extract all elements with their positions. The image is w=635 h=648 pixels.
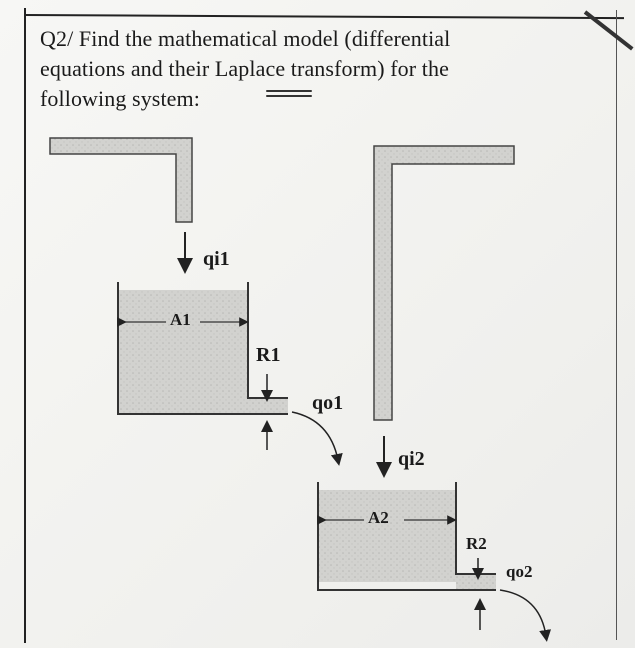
a1-label: A1 (170, 310, 191, 329)
r1-label: R1 (256, 344, 281, 366)
r2-label: R2 (466, 534, 487, 553)
question-text: Q2/ Find the mathematical model (differe… (40, 24, 560, 114)
qi2-label: qi2 (398, 448, 425, 470)
inlet-pipe-1 (49, 137, 193, 223)
qo1-flow-arrow (291, 411, 343, 466)
handwritten-mark (266, 90, 312, 98)
frame-right-border (616, 10, 617, 640)
question-line-3: following system: (40, 86, 200, 111)
frame-left-border (24, 8, 26, 643)
qo1-label: qo1 (312, 392, 344, 414)
question-line-2: equations and their Laplace transform) f… (40, 56, 449, 81)
question-line-1: Q2/ Find the mathematical model (differe… (40, 26, 451, 51)
inlet-pipe-2 (373, 145, 515, 421)
qo2-label: qo2 (506, 562, 533, 581)
qi1-label: qi1 (203, 248, 230, 270)
tank-2 (317, 482, 496, 591)
tank-1 (117, 282, 288, 415)
a2-label: A2 (368, 508, 389, 527)
qo2-flow-arrow (499, 589, 552, 642)
